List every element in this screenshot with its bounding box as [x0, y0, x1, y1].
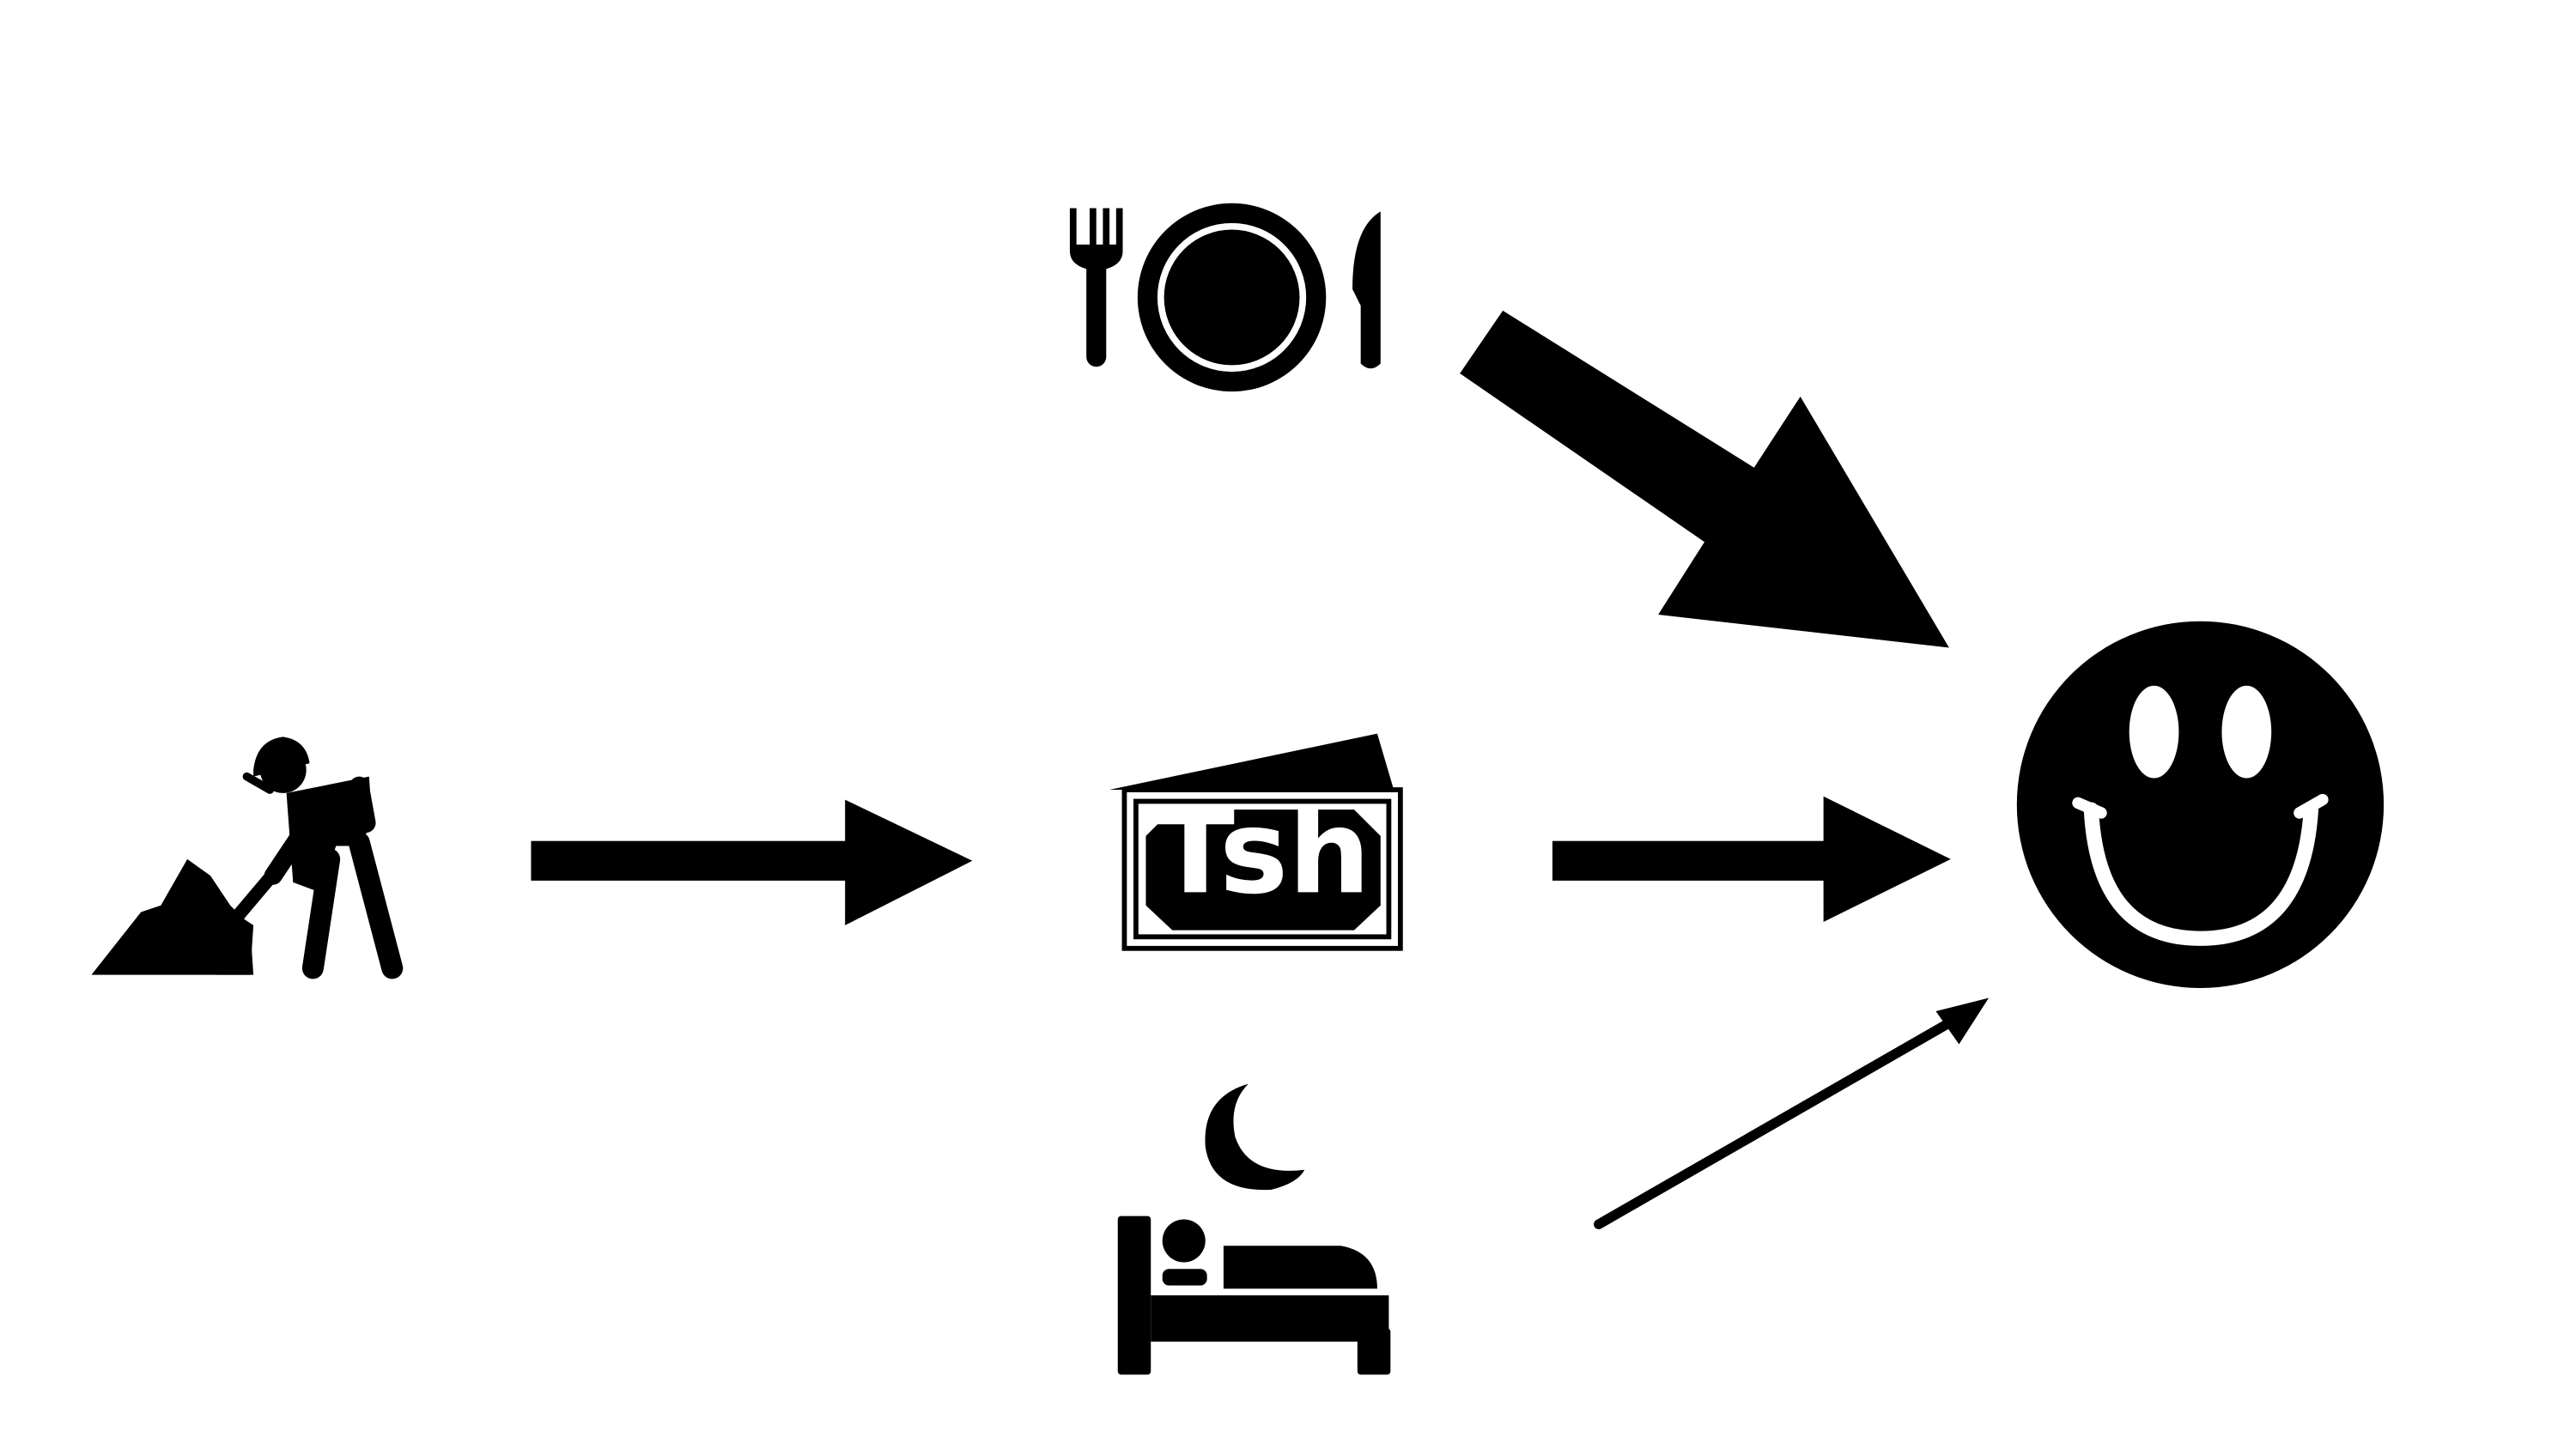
plate-fork-knife-icon: [1069, 203, 1381, 392]
arrow-money-to-happiness: [1552, 796, 1951, 923]
bed-moon-icon: [1117, 1083, 1391, 1375]
arrow-work-to-money: [531, 799, 973, 925]
construction-worker-icon: [91, 737, 404, 979]
smiley-face-icon: [2016, 621, 2385, 988]
arrow-sleep-to-happiness: [1594, 997, 1990, 1230]
banknote-icon: Tsh: [1109, 733, 1403, 951]
currency-label: Tsh: [1156, 785, 1370, 919]
arrow-food-to-happiness: [1460, 310, 1949, 648]
